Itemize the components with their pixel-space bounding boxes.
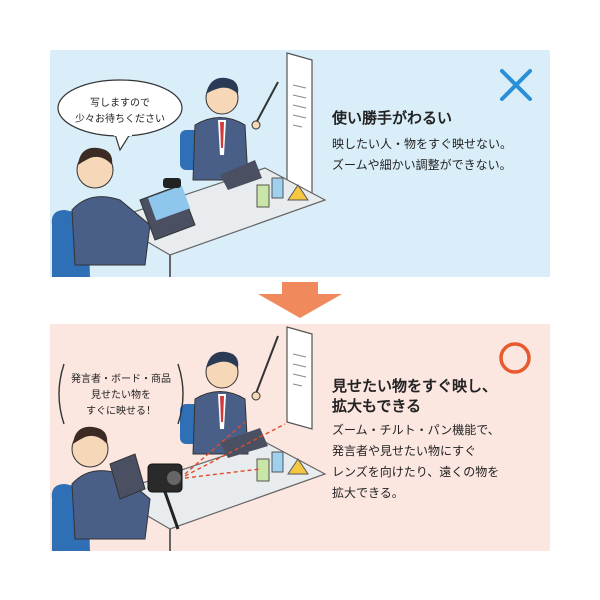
good-line-4: 拡大できる。 [332, 486, 404, 500]
meeting-illustration-good: 発言者・ボード・商品 見せたい物を すぐに映せる！ [51, 326, 327, 551]
good-heading-2: 拡大もできる [332, 397, 422, 415]
speech-line-2: 少々お待ちください [75, 112, 165, 125]
good-description: 見せたい物をすぐ映し、 拡大もできる ズーム・チルト・パン機能で、 発言者や見せ… [332, 376, 500, 504]
down-arrow-icon [258, 282, 342, 318]
good-example-panel: 発言者・ボード・商品 見せたい物を すぐに映せる！ 見せたい物をすぐ映し、 拡大… [50, 324, 550, 551]
speech-line-1: 写しますので [90, 97, 150, 109]
callout-line-3: すぐに映せる！ [86, 405, 156, 417]
good-line-2: 発言者や見せたい物にすぐ [332, 444, 477, 458]
callout-line-2: 見せたい物を [91, 388, 151, 401]
circle-mark-icon [499, 342, 531, 374]
good-heading-1: 見せたい物をすぐ映し、 [332, 377, 498, 395]
callout-line-1: 発言者・ボード・商品 [71, 372, 171, 385]
meeting-illustration-bad: 写しますので 少々お待ちください [51, 52, 327, 277]
bad-example-panel: 写しますので 少々お待ちください 使い勝手がわるい 映したい人・物をすぐ映せない… [50, 50, 550, 277]
bad-description: 使い勝手がわるい 映したい人・物をすぐ映せない。 ズームや細かい調整ができない。 [332, 108, 512, 176]
bad-heading: 使い勝手がわるい [332, 109, 453, 127]
cross-mark-icon [500, 69, 532, 101]
good-line-3: レンズを向けたり、遠くの物を [332, 465, 500, 479]
bad-line-1: 映したい人・物をすぐ映せない。 [332, 137, 513, 151]
good-line-1: ズーム・チルト・パン機能で、 [332, 423, 500, 437]
bad-line-2: ズームや細かい調整ができない。 [332, 158, 512, 172]
